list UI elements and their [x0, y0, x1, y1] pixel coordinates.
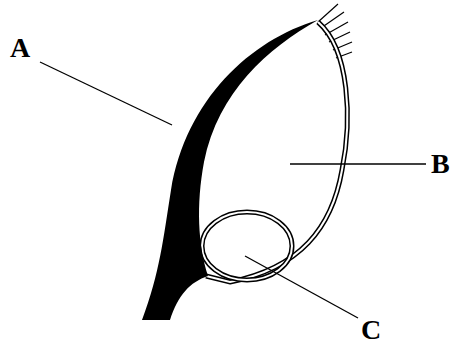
chamber-outline — [202, 212, 292, 280]
dark-band — [142, 20, 318, 320]
sac-outline-inner — [206, 22, 347, 282]
chamber-outline-inner — [202, 212, 292, 280]
part-label: A — [10, 34, 30, 62]
sac-outline — [206, 22, 347, 282]
part-label: C — [361, 316, 381, 344]
leader-lines — [40, 62, 426, 318]
part-label: B — [431, 150, 450, 178]
